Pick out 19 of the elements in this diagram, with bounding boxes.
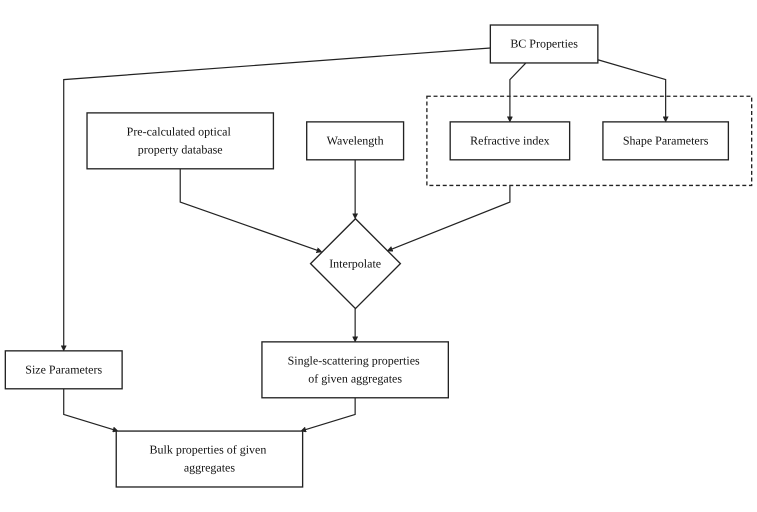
arrow <box>598 59 669 122</box>
arrow <box>300 398 356 432</box>
node-box: Single-scattering properties of given aggregates <box>261 341 449 398</box>
node-box: BC Properties <box>490 24 599 64</box>
node-diamond: Interpolate <box>310 218 402 310</box>
arrow <box>352 160 358 219</box>
arrow <box>506 62 526 122</box>
node-box: Bulk properties of given aggregates <box>116 430 304 488</box>
node-box: Size Parameters <box>4 350 123 390</box>
arrow <box>63 388 118 432</box>
node-box: Pre-calculated optical property database <box>86 112 274 170</box>
node-box: Shape Parameters <box>602 121 730 160</box>
arrow <box>180 168 322 253</box>
cluster <box>426 96 752 186</box>
arrow <box>352 308 358 342</box>
arrow <box>60 47 490 352</box>
arrow <box>387 185 511 252</box>
node-box: Refractive index <box>450 121 570 160</box>
node-box: Wavelength <box>306 121 404 160</box>
